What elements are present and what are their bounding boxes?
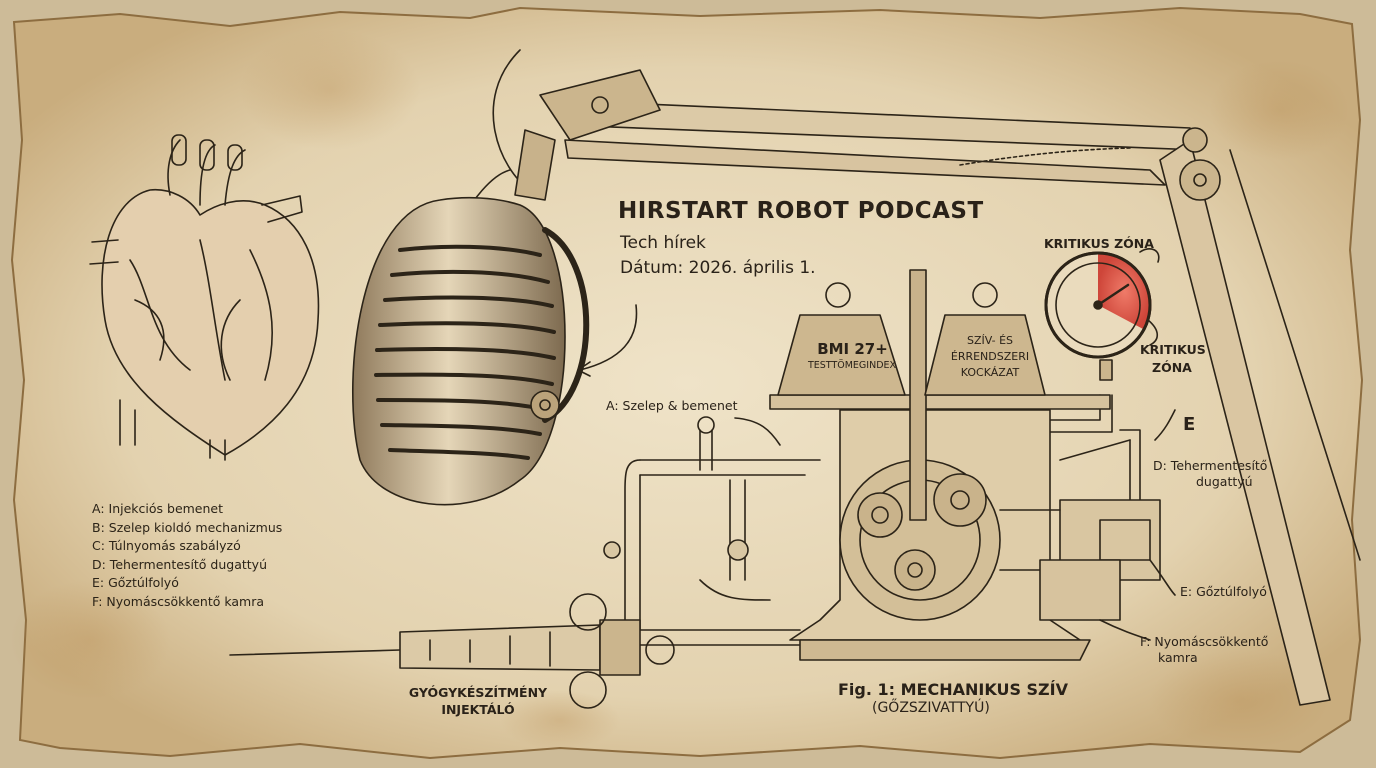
figure-caption: Fig. 1: MECHANIKUS SZÍV [838,680,1068,699]
weight-right-line1: SZÍV- ÉS [966,334,1014,347]
weight-icon [777,282,1046,396]
gauge-label-right-1: KRITIKUS [1140,342,1206,357]
legend-item: C: Túlnyomás szabályzó [92,538,241,553]
microphone-sketch [352,129,638,506]
pressure-gauge [1044,248,1160,359]
podcast-date: Dátum: 2026. április 1. [620,258,816,278]
callout-f-line2: kamra [1158,650,1198,665]
boom-arm [492,49,1361,706]
legend-item: D: Tehermentesítő dugattyú [92,556,268,572]
callout-e: E: Gőztúlfolyó [1180,584,1267,599]
pipe-network [603,359,1141,646]
gear-icon [857,473,987,591]
weight-left-line2: TESTTÖMEGINDEX [807,360,897,371]
legend-list: A: Injekciós bemenet B: Szelep kioldó me… [92,500,282,611]
weight-right-line2: ÉRRENDSZERI [950,350,1030,363]
figure-subcaption: (GŐZSZIVATTYÚ) [872,700,990,716]
gauge-label-top: KRITIKUS ZÓNA [1044,236,1154,251]
heart-sketch [89,134,320,461]
callout-f-line1: F: Nyomáscsökkentő [1140,634,1269,649]
callout-e-letter: E [1183,414,1196,435]
podcast-subtitle: Tech hírek [620,233,706,253]
callout-a: A: Szelep & bemenet [606,398,738,413]
injector-label-1: GYÓGYKÉSZÍTMÉNY [408,685,548,700]
legend-item: E: Gőztúlfolyó [92,575,179,590]
injector-label-2: INJEKTÁLÓ [441,702,515,717]
callout-d-line2: dugattyú [1196,474,1253,489]
gauge-label-right-2: ZÓNA [1152,360,1192,375]
legend-item: F: Nyomáscsökkentő kamra [92,593,265,609]
legend-item: A: Injekciós bemenet [92,501,224,516]
callout-d-line1: D: Tehermentesítő [1153,458,1268,473]
syringe-sketch [229,593,675,709]
weight-left-line1: BMI 27+ [817,340,888,358]
podcast-title: HIRSTART ROBOT PODCAST [618,198,984,224]
legend-item: B: Szelep kioldó mechanizmus [92,519,283,535]
weight-right-line3: KOCKÁZAT [960,366,1020,379]
